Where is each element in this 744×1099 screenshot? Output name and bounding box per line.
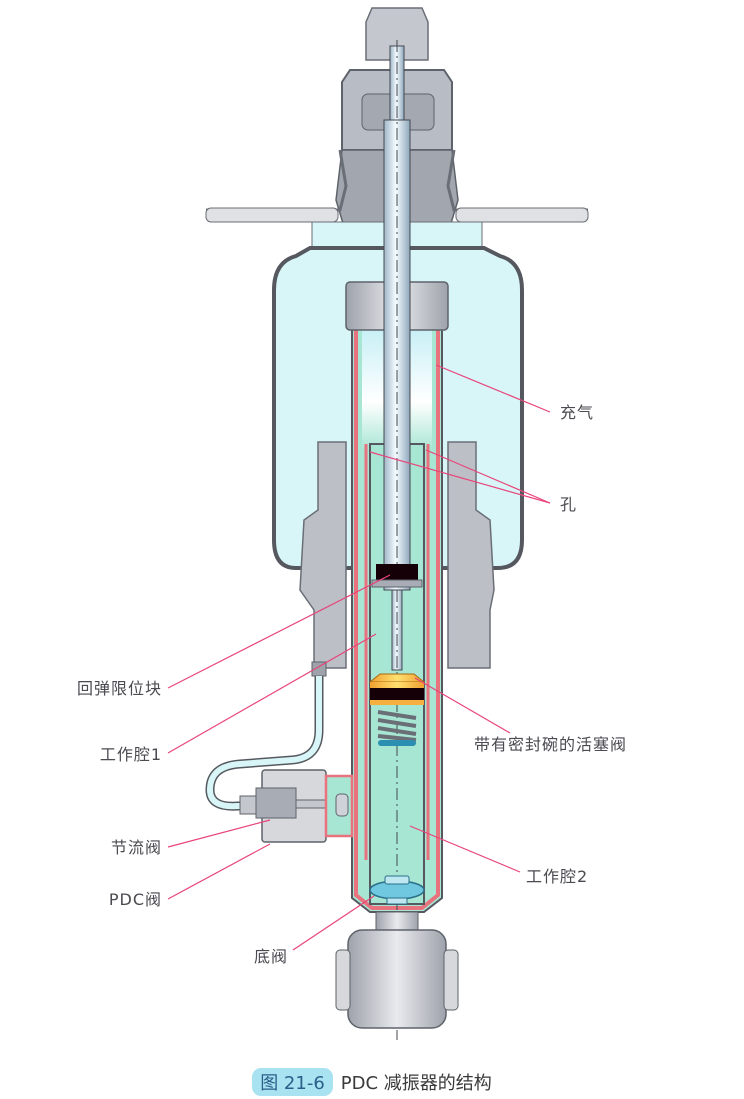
rebound-stop-washer xyxy=(371,579,423,588)
label-rebound-stop: 回弹限位块 xyxy=(77,679,162,698)
leader-lines xyxy=(167,364,551,951)
label-base-valve: 底阀 xyxy=(254,947,288,966)
piston-valve xyxy=(368,673,426,746)
outer-sleeve xyxy=(299,441,495,677)
piston-rod xyxy=(383,40,411,1040)
label-working-chamber-2: 工作腔2 xyxy=(526,867,588,886)
base-valve xyxy=(369,875,425,905)
pdc-valve-assembly xyxy=(205,676,354,843)
bottom-mount xyxy=(335,911,459,1029)
label-throttle-valve: 节流阀 xyxy=(111,838,162,857)
label-piston-valve: 带有密封碗的活塞阀 xyxy=(474,735,627,754)
rebound-stop xyxy=(376,564,418,580)
figure-caption: 图 21-6 PDC 减振器的结构 xyxy=(0,1068,744,1096)
caption-number: 图 21-6 xyxy=(252,1068,333,1096)
label-gas-charge: 充气 xyxy=(560,403,594,422)
label-holes: 孔 xyxy=(560,495,577,514)
label-pdc-valve: PDC阀 xyxy=(109,890,162,909)
label-working-chamber-1: 工作腔1 xyxy=(100,745,162,764)
pdc-damper-diagram: 充气 孔 回弹限位块 工作腔1 带有密封碗的活塞阀 节流阀 PDC阀 工作腔2 … xyxy=(77,7,627,1040)
caption-title: PDC 减振器的结构 xyxy=(340,1073,492,1094)
